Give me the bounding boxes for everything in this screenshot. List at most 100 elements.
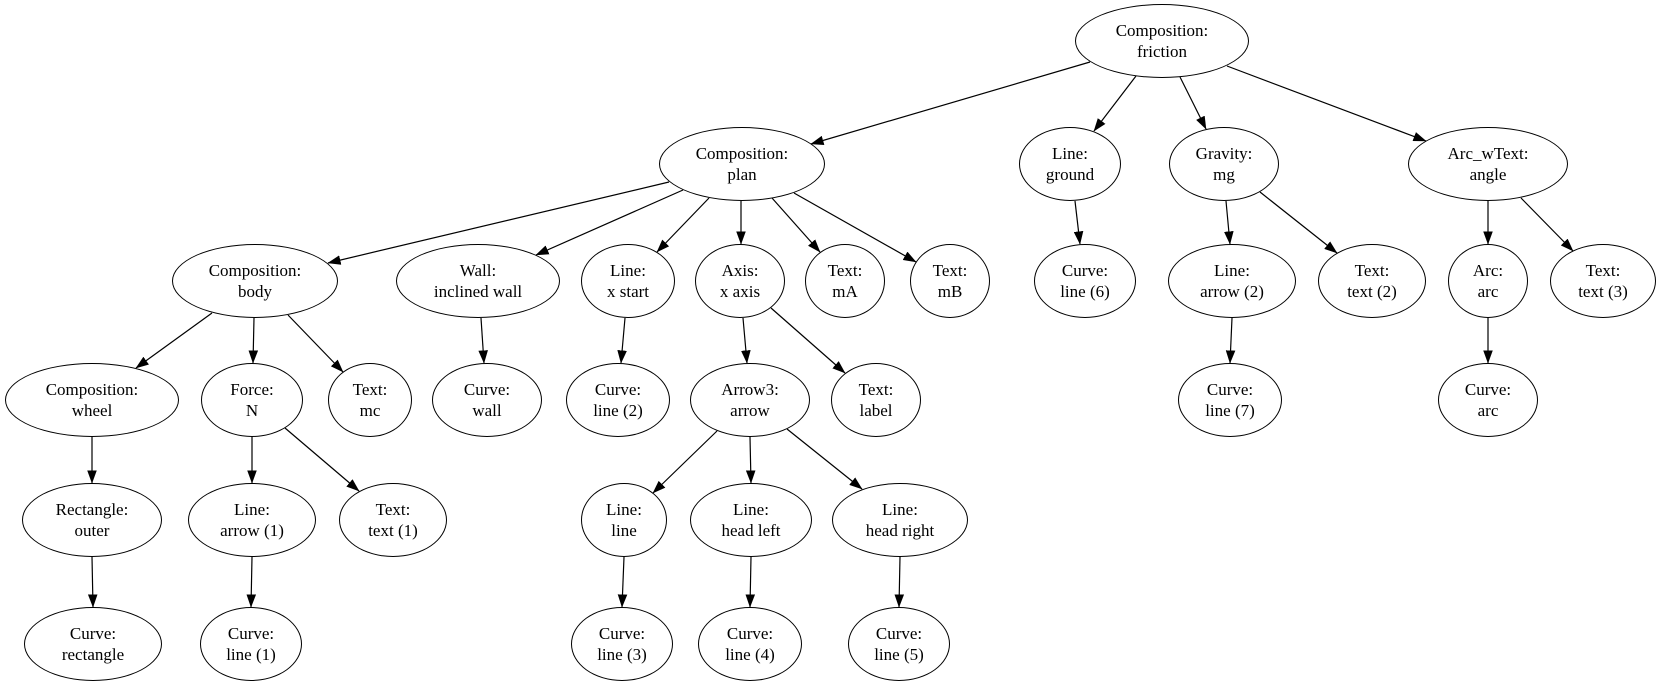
node-name-label: text (1) [368,521,418,540]
node-arrow3-arrow: Arrow3: arrow [690,363,810,437]
node-name-label: N [245,401,259,420]
node-name-label: line (3) [597,645,647,664]
edge-lineline-line3 [617,556,628,608]
node-text-mb: Text: mB [910,244,990,318]
node-text-text-1: Text: text (1) [339,483,447,557]
node-name-label: arrow [730,401,770,420]
node-curve-rectangle: Curve: rectangle [24,607,162,681]
node-name-label: body [238,282,272,301]
node-type-label: Text: [1585,261,1621,280]
node-wall-inclined-wall: Wall: inclined wall [396,244,560,318]
edge-friction-angle [1226,65,1427,142]
node-type-label: Composition: [1115,21,1209,40]
node-type-label: Text: [827,261,863,280]
node-curve-line-2: Curve: line (2) [566,363,670,437]
edge-xaxis-label [770,307,846,374]
node-name-label: line (6) [1060,282,1110,301]
edge-arrow1-line1 [246,556,257,608]
node-type-label: Curve: [594,380,642,399]
node-line-head-left: Line: head left [690,483,812,557]
node-name-label: arc [1477,401,1499,420]
edge-body-wheel [135,312,213,369]
edge-body-forcen [248,317,259,364]
node-type-label: Composition: [45,380,139,399]
node-name-label: mg [1213,165,1235,184]
node-line-line: Line: line [581,483,667,557]
node-name-label: arrow (2) [1200,282,1264,301]
node-gravity-mg: Gravity: mg [1169,127,1279,201]
node-type-label: Force: [230,380,274,399]
node-text-label: Text: label [831,363,921,437]
node-type-label: Line: [234,500,270,519]
node-type-label: Curve: [1206,380,1254,399]
edge-arrow3-headleft [745,436,756,484]
node-name-label: line (7) [1205,401,1255,420]
node-name-label: head right [865,521,935,540]
node-name-label: wall [472,401,502,420]
node-force-n: Force: N [201,363,303,437]
node-line-head-right: Line: head right [832,483,968,557]
node-name-label: line [611,521,637,540]
node-name-label: wheel [71,401,113,420]
edge-friction-mg [1179,76,1207,130]
node-type-label: Composition: [695,144,789,163]
edge-friction-ground [1093,75,1137,132]
edge-outer-curverect [87,556,98,608]
edge-xstart-line2 [617,317,627,364]
node-type-label: Curve: [726,624,774,643]
node-rectangle-outer: Rectangle: outer [22,483,162,557]
node-name-label: x axis [719,282,761,301]
node-type-label: Curve: [1061,261,1109,280]
node-name-label: outer [74,521,110,540]
node-type-label: Curve: [1464,380,1512,399]
node-arc-wtext-angle: Arc_wText: angle [1408,127,1568,201]
node-type-label: Text: [858,380,894,399]
node-name-label: label [859,401,893,420]
node-curve-line-7: Curve: line (7) [1178,363,1282,437]
node-name-label: mc [359,401,381,420]
edge-wall-curvewall [478,317,488,364]
node-type-label: Curve: [875,624,923,643]
node-name-label: plan [727,165,757,184]
node-line-ground: Line: ground [1019,127,1121,201]
node-curve-line-6: Curve: line (6) [1034,244,1136,318]
node-type-label: Line: [1052,144,1088,163]
node-name-label: line (5) [874,645,924,664]
edge-arrow2-line7 [1225,317,1236,364]
node-line-arrow-2: Line: arrow (2) [1168,244,1296,318]
node-type-label: Line: [1214,261,1250,280]
node-curve-line-3: Curve: line (3) [571,607,673,681]
node-type-label: Wall: [459,261,497,280]
edge-plan-xstart [656,197,710,253]
node-type-label: Curve: [227,624,275,643]
node-type-label: Arc: [1472,261,1504,280]
node-name-label: arc [1477,282,1499,301]
node-type-label: Line: [610,261,646,280]
node-curve-line-1: Curve: line (1) [200,607,302,681]
node-line-x-start: Line: x start [581,244,675,318]
node-type-label: Line: [606,500,642,519]
node-name-label: rectangle [61,645,125,664]
node-type-label: Axis: [721,261,759,280]
node-text-text-3: Text: text (3) [1550,244,1656,318]
edge-plan-wall [535,189,684,256]
node-line-arrow-1: Line: arrow (1) [188,483,316,557]
node-type-label: Text: [932,261,968,280]
edge-mg-text2 [1259,191,1338,254]
node-name-label: mA [832,282,858,301]
node-type-label: Curve: [463,380,511,399]
node-type-label: Arc_wText: [1447,144,1529,163]
edge-xaxis-arrow3 [741,317,751,364]
node-name-label: angle [1469,165,1507,184]
node-curve-wall: Curve: wall [432,363,542,437]
node-type-label: Text: [375,500,411,519]
edge-arrow3-lineline [652,430,718,494]
node-type-label: Composition: [208,261,302,280]
node-composition-body: Composition: body [172,244,338,318]
edge-angle-text3 [1520,197,1574,252]
edge-body-mc [287,314,344,373]
node-arc-arc: Arc: arc [1448,244,1528,318]
node-type-label: Text: [1354,261,1390,280]
